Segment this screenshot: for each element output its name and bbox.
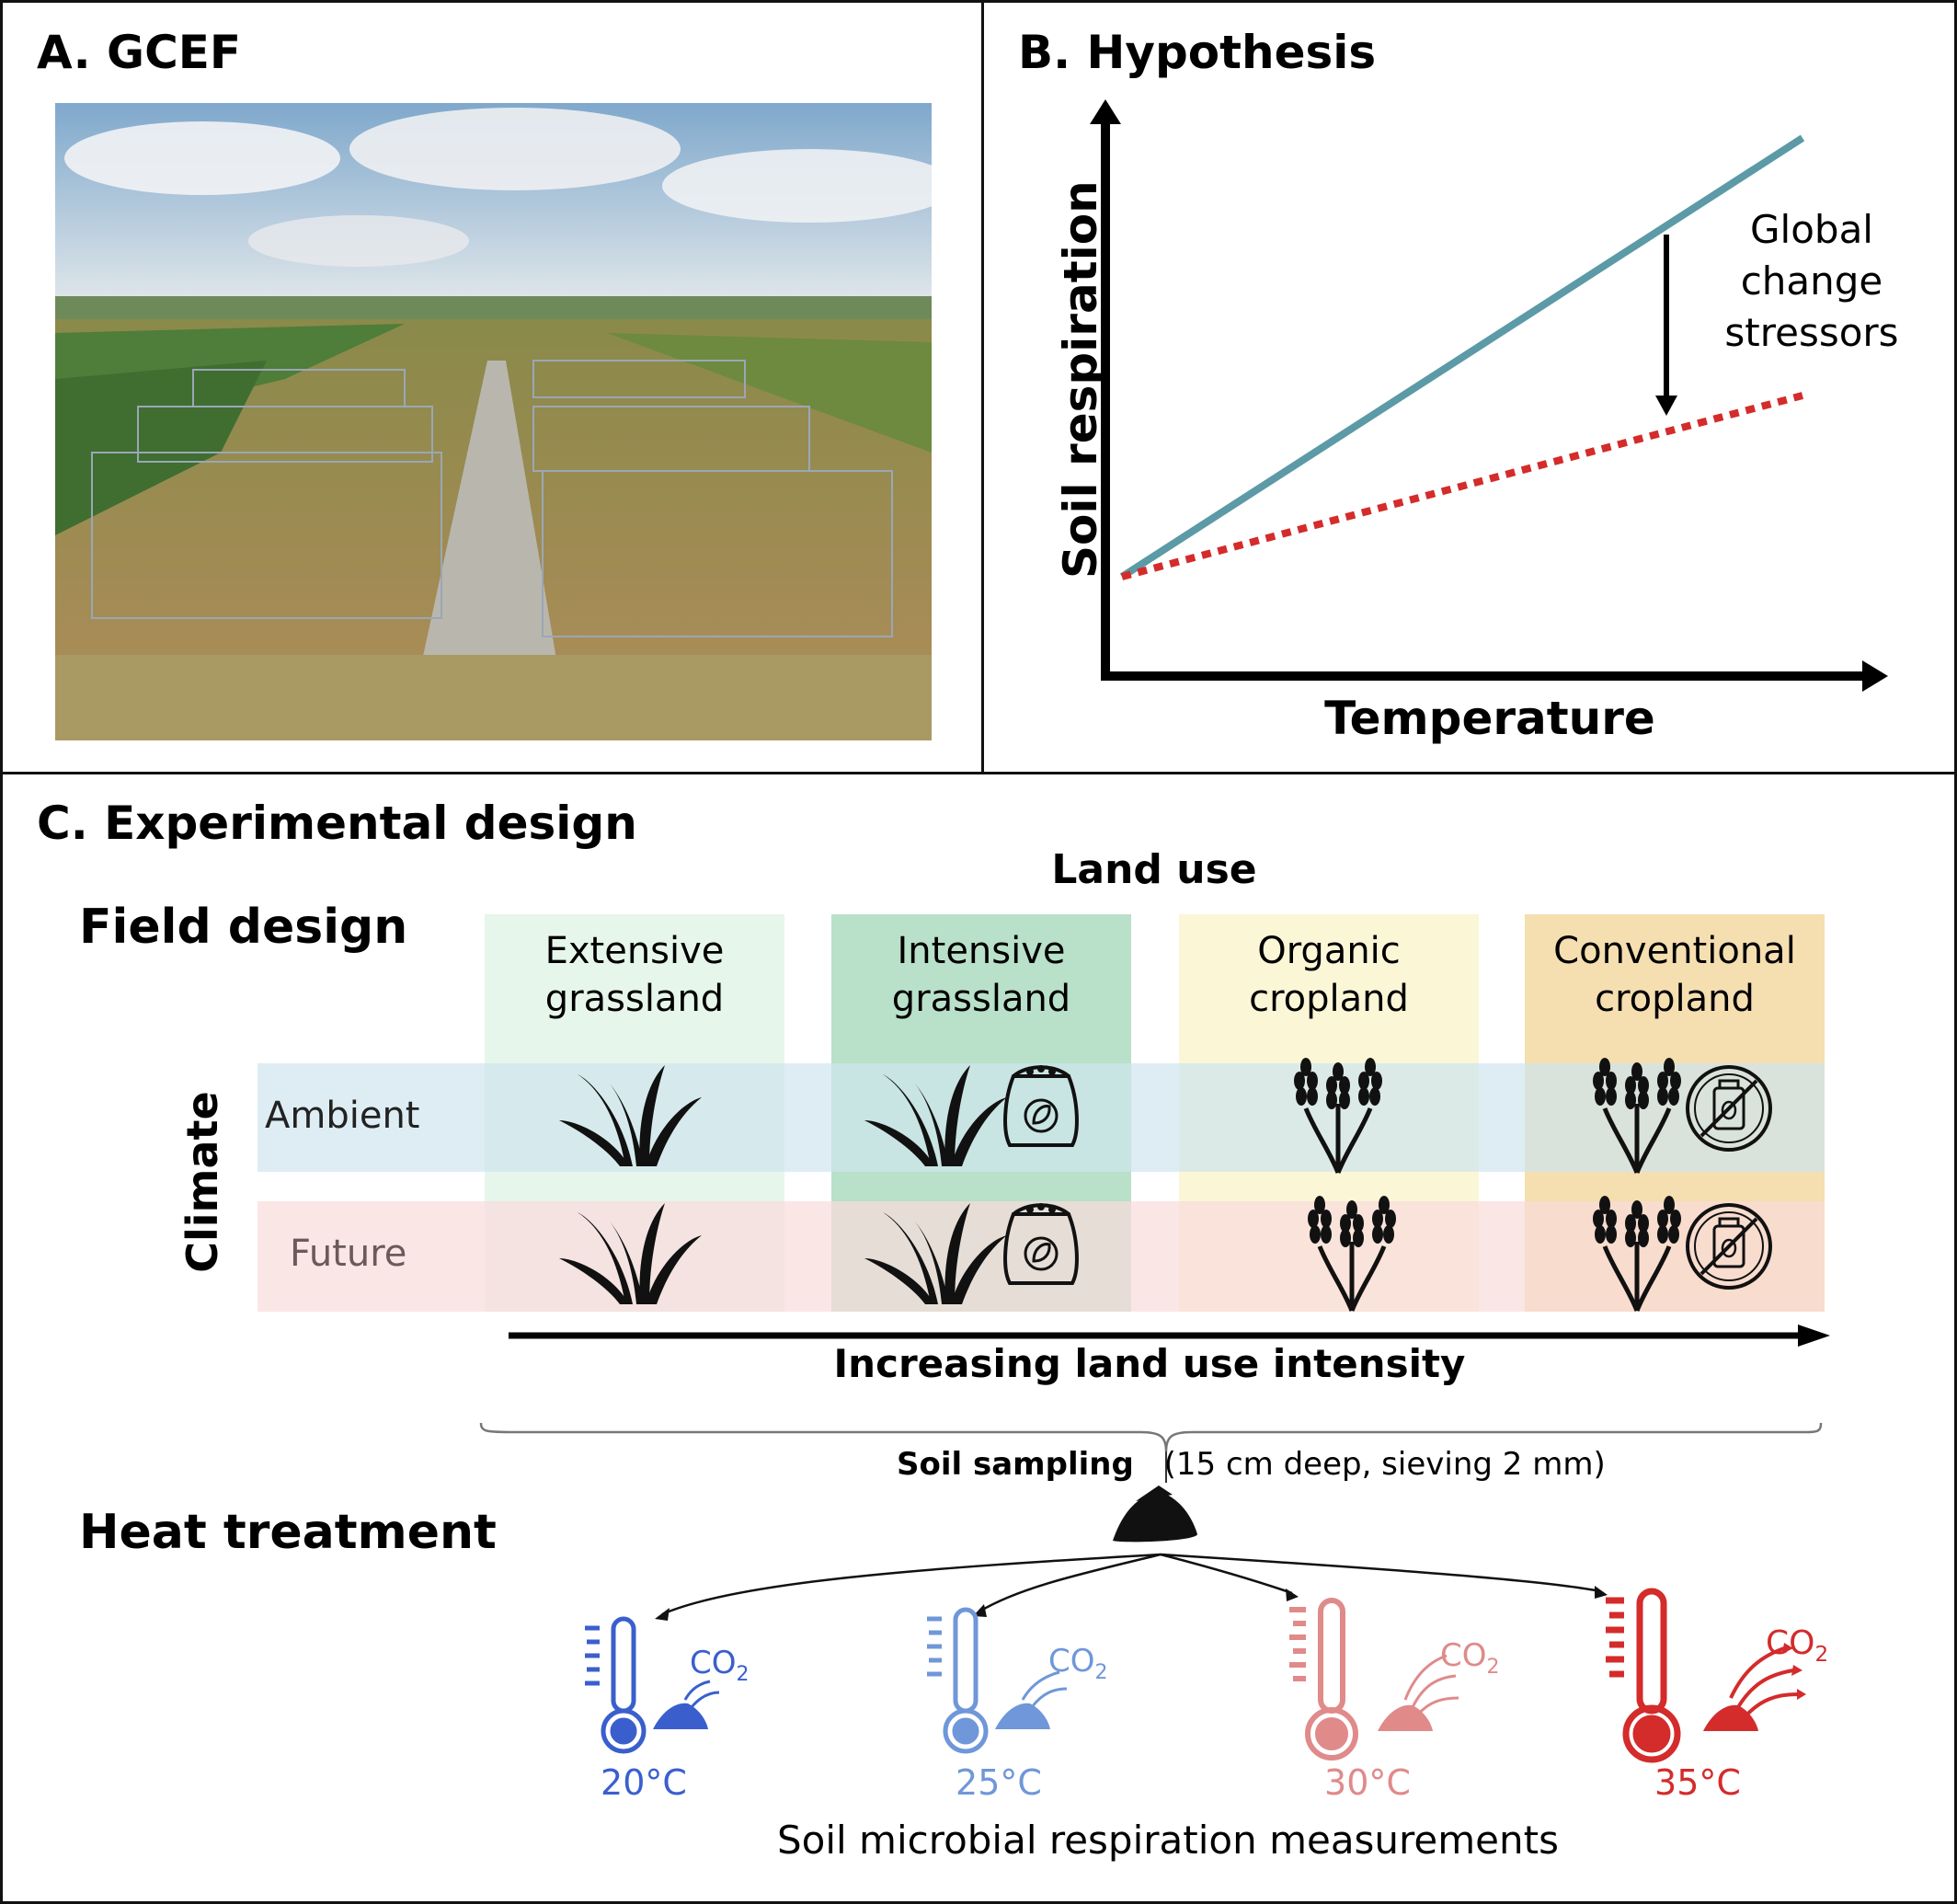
label-line: grassland (891, 978, 1071, 1020)
row-ambient (258, 1063, 1825, 1172)
co2-label-20: CO2 (690, 1645, 750, 1686)
panel-c (0, 772, 1957, 1904)
temperature-label-25: 25°C (956, 1762, 1042, 1803)
co2-sub: 2 (736, 1662, 750, 1686)
panel-b-title: B. Hypothesis (1018, 26, 1377, 79)
row-label-future: Future (290, 1233, 407, 1275)
co2-text: CO (1048, 1643, 1095, 1680)
column-label-conventional: Conventional cropland (1525, 927, 1825, 1023)
co2-sub: 2 (1094, 1660, 1108, 1684)
climate-label: Climate (177, 1091, 227, 1273)
intensity-label: Increasing land use intensity (833, 1341, 1466, 1386)
temperature-label-20: 20°C (601, 1762, 687, 1803)
co2-text: CO (690, 1645, 737, 1681)
sampling-detail: (15 cm deep, sieving 2 mm) (1163, 1446, 1606, 1483)
column-label-intensive: Intensive grassland (831, 927, 1131, 1023)
field-design-label: Field design (79, 900, 408, 955)
sampling-label: Soil sampling (15 cm deep, sieving 2 mm) (897, 1446, 1606, 1483)
row-future (258, 1201, 1825, 1312)
co2-label-25: CO2 (1048, 1643, 1108, 1684)
annotation-line-3: stressors (1724, 310, 1899, 355)
row-label-ambient: Ambient (265, 1095, 420, 1137)
co2-label-30: CO2 (1440, 1637, 1500, 1679)
heat-treatment-label: Heat treatment (79, 1505, 497, 1560)
panel-b (981, 0, 1957, 774)
co2-sub: 2 (1814, 1643, 1829, 1668)
label-line: Conventional (1553, 930, 1796, 972)
land-use-header: Land use (1051, 846, 1257, 893)
y-axis-label-text: Soil respiration (1054, 180, 1107, 579)
column-label-extensive: Extensive grassland (485, 927, 784, 1023)
label-line: Organic (1257, 930, 1401, 972)
co2-text: CO (1766, 1624, 1815, 1662)
x-axis-label: Temperature (1324, 692, 1655, 745)
stressor-annotation: Global change stressors (1701, 204, 1922, 359)
panel-c-title: C. Experimental design (37, 797, 637, 850)
label-line: Extensive (544, 930, 725, 972)
co2-label-35: CO2 (1766, 1624, 1828, 1667)
label-line: cropland (1595, 978, 1755, 1020)
temperature-label-35: 35°C (1654, 1762, 1741, 1803)
co2-text: CO (1440, 1637, 1487, 1674)
panel-a-title: A. GCEF (37, 26, 242, 79)
sampling-bold: Soil sampling (897, 1446, 1134, 1483)
annotation-line-2: change (1740, 258, 1883, 304)
co2-sub: 2 (1486, 1655, 1500, 1679)
label-line: cropland (1249, 978, 1409, 1020)
column-label-organic: Organic cropland (1179, 927, 1479, 1023)
label-line: grassland (544, 978, 725, 1020)
annotation-line-1: Global (1750, 207, 1873, 252)
label-line: Intensive (897, 930, 1066, 972)
temperature-label-30: 30°C (1324, 1762, 1411, 1803)
aerial-photo (55, 103, 932, 740)
measurement-label: Soil microbial respiration measurements (777, 1818, 1559, 1863)
